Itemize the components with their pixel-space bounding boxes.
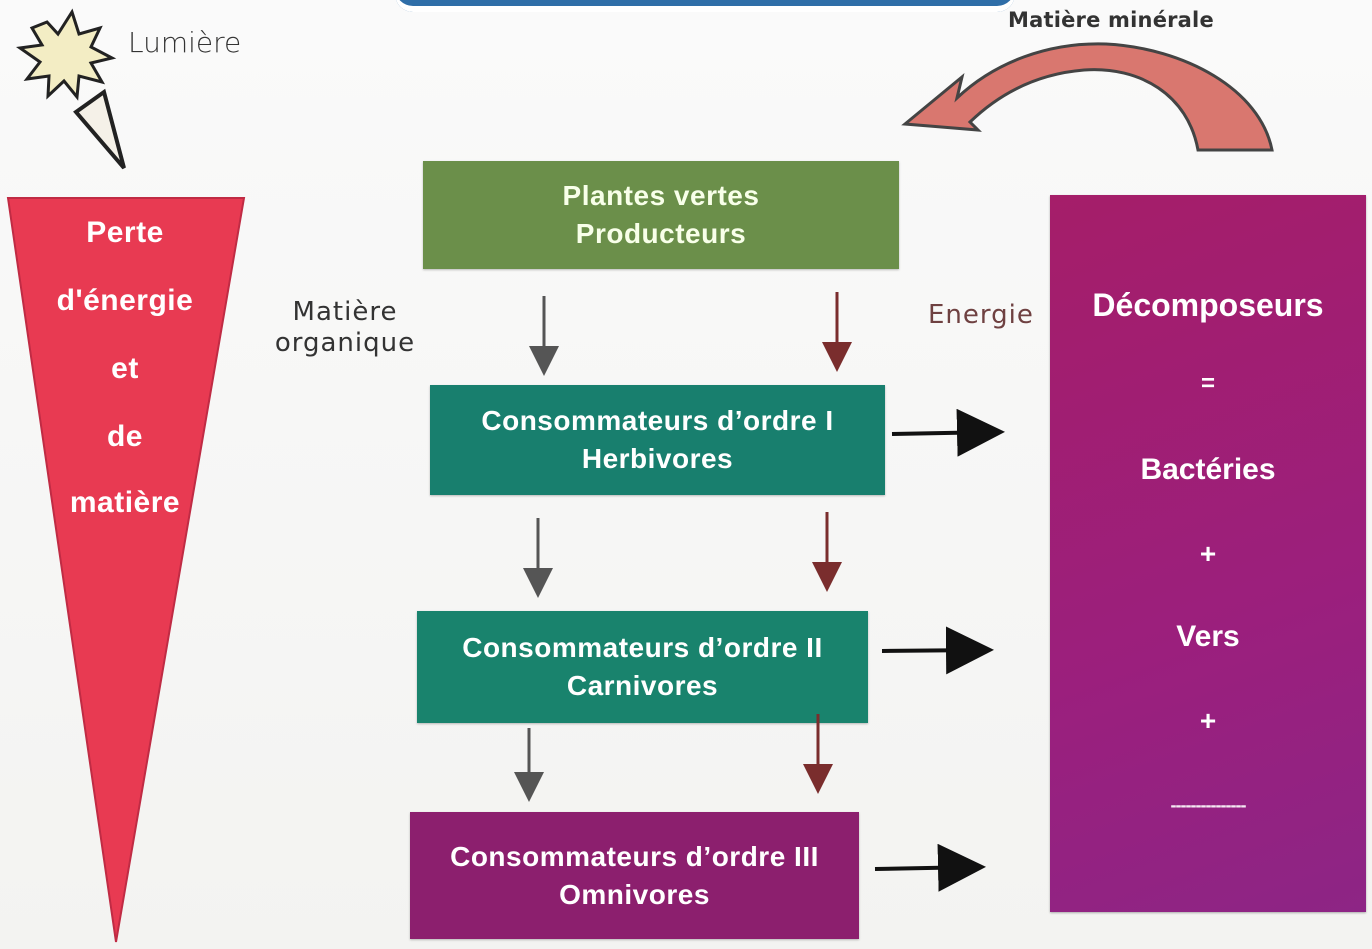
decomposers-plus-2: +: [1199, 705, 1217, 736]
decomposers-box: Décomposeurs = Bactéries + Vers + ------…: [1050, 195, 1366, 912]
consumers-3-subtitle: Omnivores: [559, 878, 710, 910]
decomposers-ellipsis: ---------------: [1170, 795, 1247, 815]
producers-subtitle: Producteurs: [575, 218, 747, 249]
consumers-3-title: Consommateurs d’ordre III: [450, 840, 819, 872]
sun-icon: [16, 8, 117, 101]
consumers-1-subtitle: Herbivores: [581, 443, 734, 474]
matiere-minerale-label: Matière minérale: [1008, 8, 1214, 32]
mineral-cycle-arrow: [901, 42, 1274, 152]
producers-box: Plantes vertes Producteurs: [423, 161, 899, 269]
consumers-2-box: Consommateurs d’ordre II Carnivores: [417, 611, 868, 723]
producers-title: Plantes vertes: [562, 180, 760, 212]
decomposition-arrow-3: [874, 843, 986, 892]
funnel-line-5: matière: [69, 486, 181, 519]
matiere-organique-label: Matière organique: [274, 297, 416, 359]
decomposers-bacteria: Bactéries: [1140, 453, 1276, 486]
light-ray-icon: [73, 88, 126, 170]
funnel-line-3: et: [111, 352, 139, 385]
consumers-1-box: Consommateurs d’ordre I Herbivores: [430, 385, 885, 495]
consumers-2-subtitle: Carnivores: [566, 670, 719, 701]
consumers-3-box: Consommateurs d’ordre III Omnivores: [410, 812, 859, 939]
consumers-2-title: Consommateurs d’ordre II: [462, 632, 823, 664]
decomposers-plus-1: +: [1199, 538, 1217, 569]
lumiere-label: Lumière: [128, 26, 242, 59]
top-header-band: [395, 0, 1015, 12]
energie-label: Energie: [928, 300, 1034, 330]
energy-loss-funnel: [6, 8, 246, 943]
decomposers-worms: Vers: [1176, 620, 1240, 653]
consumers-1-title: Consommateurs d’ordre I: [481, 405, 834, 437]
funnel-line-2: d'énergie: [56, 284, 194, 317]
decomposers-title: Décomposeurs: [1092, 287, 1324, 323]
funnel-line-4: de: [106, 420, 143, 453]
decomposition-arrow-2: [881, 626, 994, 675]
decomposers-equals: =: [1200, 370, 1215, 397]
decomposition-arrow-1: [891, 408, 1005, 457]
funnel-line-1: Perte: [86, 216, 164, 249]
